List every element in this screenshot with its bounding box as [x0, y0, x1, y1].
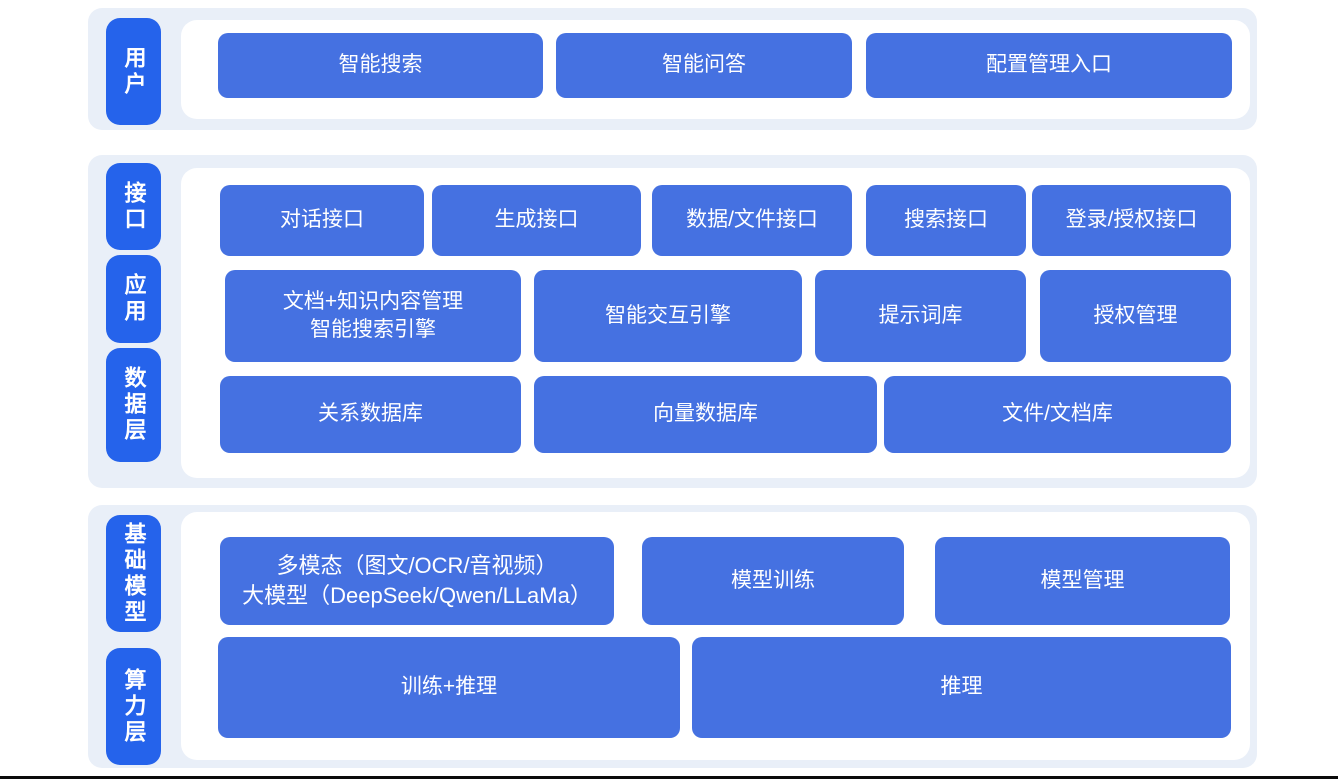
box-label-line2: 大模型（DeepSeek/Qwen/LLaMa）	[242, 583, 592, 608]
box-label: 智能交互引擎	[605, 303, 731, 327]
box-label-line1: 文档+知识内容管理	[282, 289, 464, 313]
box-label: 数据/文件接口	[686, 208, 818, 232]
box-label: 关系数据库	[318, 402, 423, 426]
box-model-management: 模型管理	[935, 537, 1230, 625]
layer-pill-data: 数据层	[106, 348, 161, 462]
box-label: 文件/文档库	[1002, 402, 1113, 426]
layer-pill-base-model: 基础模型	[106, 515, 161, 632]
bottom-border-line	[0, 776, 1338, 779]
box-vector-db: 向量数据库	[534, 376, 877, 453]
box-dialog-api: 对话接口	[220, 185, 424, 256]
box-doc-knowledge-search-engine: 文档+知识内容管理 智能搜索引擎	[225, 270, 521, 362]
box-multimodal-llm: 多模态（图文/OCR/音视频） 大模型（DeepSeek/Qwen/LLaMa）	[220, 537, 614, 625]
box-label: 智能搜索	[338, 53, 423, 77]
box-label: 推理	[940, 675, 983, 699]
box-intelligent-qa: 智能问答	[556, 33, 852, 98]
box-file-doc-db: 文件/文档库	[884, 376, 1231, 453]
box-label: 对话接口	[280, 208, 364, 232]
layer-pill-user: 用户	[106, 18, 161, 125]
box-label-line1: 多模态（图文/OCR/音视频）	[276, 553, 558, 579]
box-training-inference: 训练+推理	[218, 637, 680, 738]
box-intelligent-search: 智能搜索	[218, 33, 543, 98]
box-model-training: 模型训练	[642, 537, 904, 625]
layer-pill-interface: 接口	[106, 163, 161, 250]
box-label: 提示词库	[878, 303, 963, 327]
box-prompt-library: 提示词库	[815, 270, 1026, 362]
box-label: 授权管理	[1093, 303, 1178, 327]
box-data-file-api: 数据/文件接口	[652, 185, 852, 256]
box-interactive-engine: 智能交互引擎	[534, 270, 802, 362]
box-login-auth-api: 登录/授权接口	[1032, 185, 1231, 256]
box-label: 训练+推理	[400, 675, 498, 699]
box-label: 向量数据库	[653, 402, 758, 426]
layer-pill-application: 应用	[106, 255, 161, 343]
box-label-line2: 智能搜索引擎	[310, 318, 436, 341]
box-config-management-entry: 配置管理入口	[866, 33, 1232, 98]
box-inference: 推理	[692, 637, 1231, 738]
box-label: 智能问答	[662, 53, 746, 77]
box-search-api: 搜索接口	[866, 185, 1026, 256]
layer-pill-compute: 算力层	[106, 648, 161, 765]
box-label: 模型管理	[1040, 568, 1125, 592]
box-label: 生成接口	[494, 208, 579, 232]
box-relational-db: 关系数据库	[220, 376, 521, 453]
box-label: 登录/授权接口	[1065, 208, 1198, 232]
box-label: 搜索接口	[904, 208, 988, 232]
box-auth-management: 授权管理	[1040, 270, 1231, 362]
box-label: 配置管理入口	[986, 53, 1112, 77]
box-label: 模型训练	[731, 568, 815, 592]
box-generation-api: 生成接口	[432, 185, 641, 256]
